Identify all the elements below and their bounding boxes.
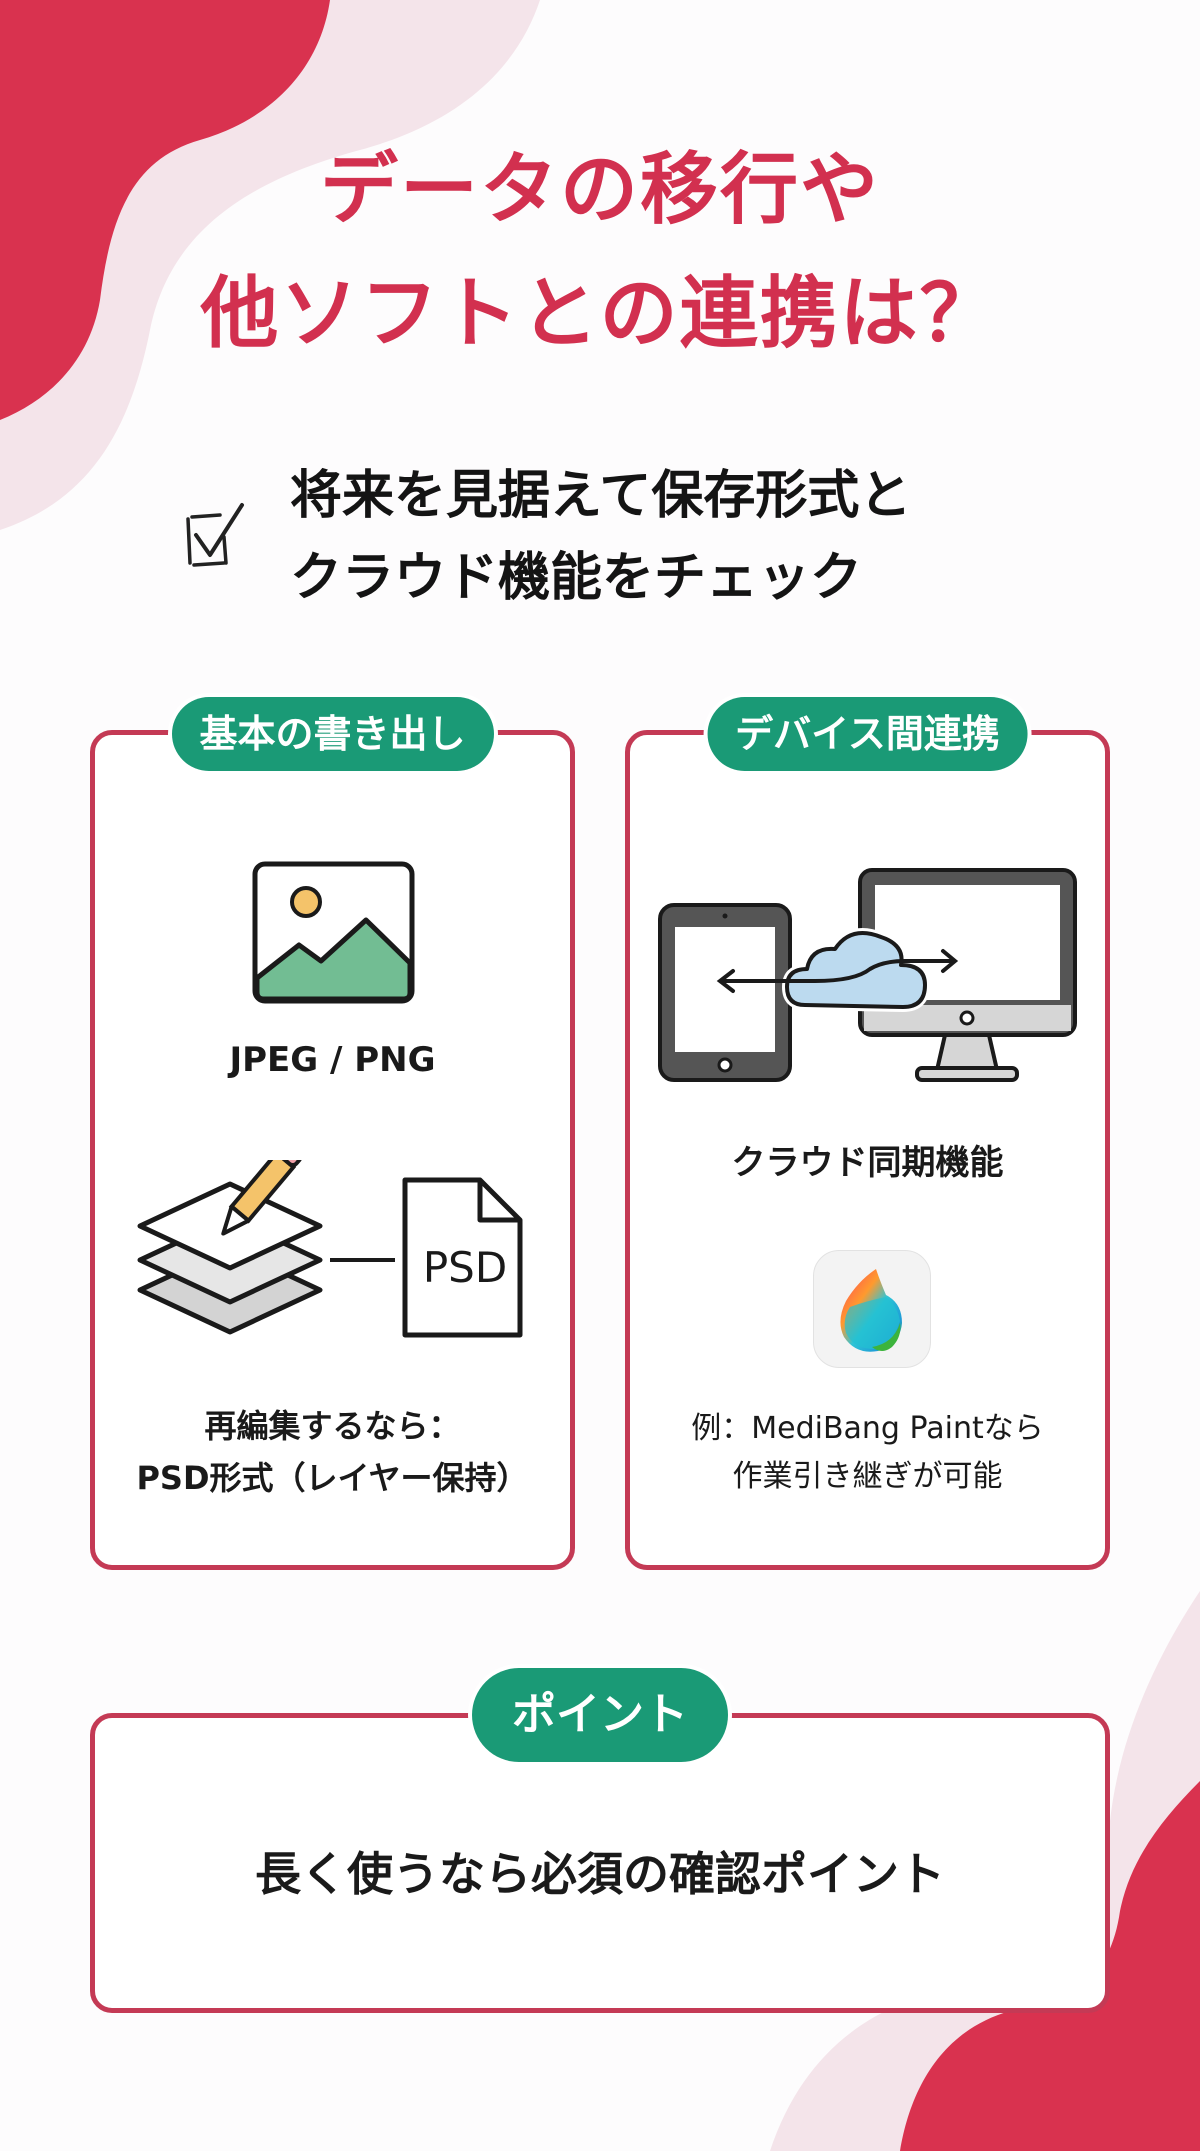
- label-cloud-sync: クラウド同期機能: [731, 1143, 1004, 1183]
- badge-device-sync: デバイス間連携: [707, 697, 1028, 771]
- psd-file-icon: [402, 1177, 523, 1338]
- top-left-blob-decoration: [0, 0, 540, 530]
- label-psd-format: 再編集するなら： PSD形式（レイヤー保持）: [95, 1400, 570, 1504]
- medibang-app-icon: [813, 1250, 931, 1368]
- title-line-1: データの移行や: [319, 145, 880, 235]
- label-jpeg-png: JPEG / PNG: [229, 1040, 436, 1080]
- badge-point: ポイント: [472, 1668, 728, 1762]
- checkbox-checked-icon: [186, 503, 244, 567]
- layers-pencil-icon: [137, 1160, 323, 1335]
- label-psd-line-1: 再編集するなら：: [204, 1407, 461, 1445]
- card-basic-export: 基本の書き出し JPEG / PNG PSD 再編集するなら： PSD形式（レイ…: [90, 697, 575, 1570]
- label-psd-line-2: PSD形式（レイヤー保持）: [136, 1459, 529, 1497]
- title-line-2: 他ソフトとの連携は？: [200, 269, 1000, 359]
- cloud-sync-devices-icon: [658, 868, 1077, 1082]
- label-medibang-example: 例：MediBang Paintなら 作業引き継ぎが可能: [630, 1405, 1105, 1501]
- card-device-sync: デバイス間連携 クラウド同期機能: [625, 697, 1110, 1570]
- image-icon: [252, 861, 415, 1004]
- point-box: ポイント 長く使うなら必須の確認ポイント: [90, 1668, 1110, 2013]
- page-title: データの移行や 他ソフトとの連携は？: [0, 128, 1200, 376]
- point-text: 長く使うなら必須の確認ポイント: [255, 1847, 945, 1901]
- label-medibang-line-1: 例：MediBang Paintなら: [691, 1411, 1044, 1446]
- badge-basic-export: 基本の書き出し: [171, 697, 494, 771]
- psd-file-label: PSD: [422, 1243, 508, 1292]
- label-medibang-line-2: 作業引き継ぎが可能: [732, 1459, 1003, 1494]
- subtitle-line-1: 将来を見据えて保存形式と: [290, 466, 912, 526]
- connector-line: [330, 1258, 395, 1262]
- subtitle-block: 将来を見据えて保存形式と クラウド機能をチェック: [180, 455, 911, 619]
- subtitle-line-2: クラウド機能をチェック: [290, 548, 863, 608]
